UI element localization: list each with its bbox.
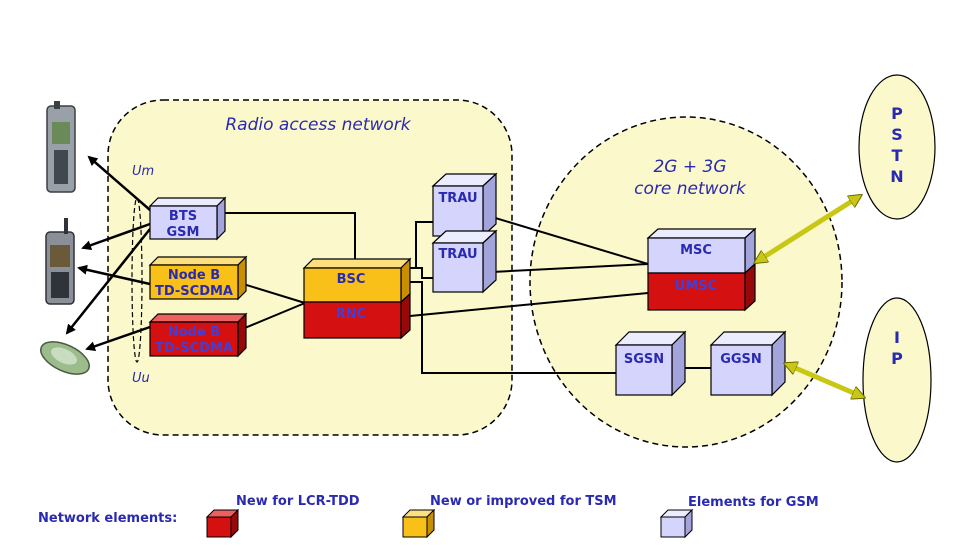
bsc-label: BSC: [337, 272, 366, 287]
ggsn-box: [709, 330, 787, 397]
bsc-rnc-stack: [302, 257, 412, 340]
msc-label: MSC: [680, 243, 712, 258]
bts-gsm-box: [148, 196, 227, 241]
ggsn-label: GGSN: [720, 352, 762, 367]
rnc-label: RNC: [336, 307, 366, 322]
core-title-line1: 2G + 3G: [653, 157, 726, 177]
air-interface-arrows: [65, 155, 151, 352]
trau-2-label: TRAU: [438, 247, 477, 262]
node-b-red-tdscdma-label: TD-SCDMA: [155, 341, 233, 356]
node-b-tdscdma-red-box: [148, 312, 248, 358]
ran-title: Radio access network: [225, 115, 411, 135]
connection-lines: [217, 212, 711, 374]
ip-letter-i: I: [894, 328, 900, 347]
node-b-red-label: Node B: [168, 325, 220, 340]
pstn-letter-t: T: [892, 146, 903, 165]
pda-phone-icon: [40, 341, 90, 375]
legend-red-label: New for LCR-TDD: [236, 494, 360, 509]
bts-label: BTS: [169, 209, 197, 224]
legend-blue-swatch: [659, 508, 694, 539]
ggsn-ip-arrow: [786, 364, 863, 397]
legend-yellow-swatch: [401, 508, 436, 539]
umsc-label: UMSC: [675, 279, 717, 294]
sgsn-box: [614, 330, 687, 397]
legend-yellow-label: New or improved for TSM: [430, 494, 617, 509]
legend-title: Network elements:: [38, 511, 177, 526]
um-interface-label: Um: [132, 164, 154, 179]
core-title-line2: core network: [634, 179, 747, 199]
gsm-phone-icon: [46, 101, 76, 193]
sgsn-label: SGSN: [624, 352, 664, 367]
uu-interface-label: Uu: [132, 371, 150, 386]
node-b-tdscdma-yellow-box: [148, 255, 248, 301]
smartphone-icon: [45, 218, 75, 305]
trau-1-label: TRAU: [438, 191, 477, 206]
trau-box-1: [431, 172, 498, 238]
bts-gsm-label: GSM: [167, 225, 200, 240]
node-b-yellow-label: Node B: [168, 268, 220, 283]
ip-region: [862, 297, 932, 463]
msc-umsc-stack: [646, 227, 757, 312]
msc-pstn-arrow: [756, 196, 860, 262]
pstn-letter-s: S: [891, 125, 903, 144]
trau-box-2: [431, 229, 498, 294]
pstn-region: [858, 74, 936, 220]
pstn-letter-p: P: [891, 104, 903, 123]
legend-blue-label: Elements for GSM: [688, 495, 819, 510]
node-b-yellow-tdscdma-label: TD-SCDMA: [155, 284, 233, 299]
legend-red-swatch: [205, 508, 240, 539]
ip-letter-p: P: [891, 349, 903, 368]
pstn-letter-n: N: [890, 167, 903, 186]
